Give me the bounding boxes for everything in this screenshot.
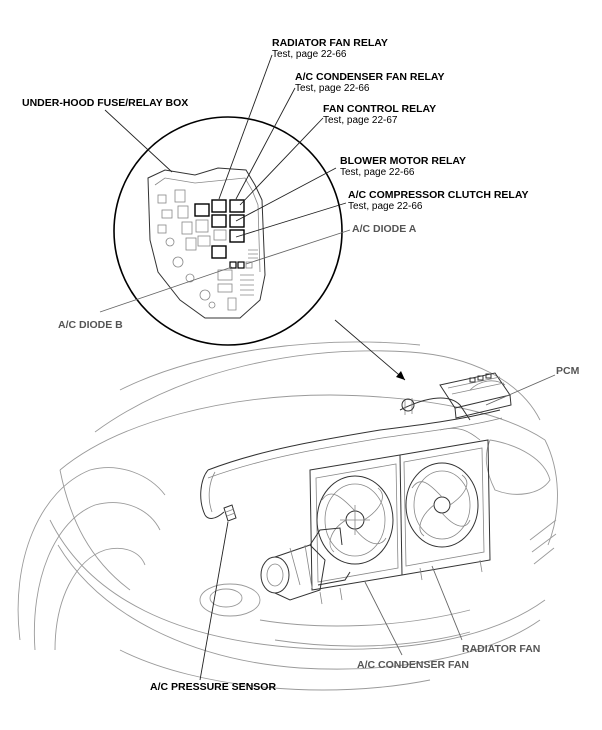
callout-labels: UNDER-HOOD FUSE/RELAY BOX RADIATOR FAN R… <box>22 37 580 693</box>
underhood-fuse-relay-box <box>147 167 266 319</box>
label-blower-motor-relay: BLOWER MOTOR RELAY <box>340 155 466 167</box>
label-underhood-box: UNDER-HOOD FUSE/RELAY BOX <box>22 97 188 109</box>
label-radiator-fan-relay: RADIATOR FAN RELAY <box>272 37 388 49</box>
label-ac-condenser-fan: A/C CONDENSER FAN <box>357 659 469 671</box>
fuse-box-zoom-circle <box>113 116 343 346</box>
label-ac-condenser-fan-relay: A/C CONDENSER FAN RELAY <box>295 71 445 83</box>
ac-condenser-fan-relay-part <box>229 199 245 213</box>
label-ac-compressor-clutch-relay-test: Test, page 22-66 <box>348 201 423 212</box>
label-fan-control-relay-test: Test, page 22-67 <box>323 115 398 126</box>
relay-lower <box>211 245 227 259</box>
label-ac-condenser-fan-relay-test: Test, page 22-66 <box>295 83 370 94</box>
label-ac-pressure-sensor: A/C PRESSURE SENSOR <box>150 681 276 693</box>
label-radiator-fan-relay-test: Test, page 22-66 <box>272 49 347 60</box>
label-ac-diode-a: A/C DIODE A <box>352 223 417 235</box>
ac-compressor <box>260 527 351 601</box>
label-fan-control-relay: FAN CONTROL RELAY <box>323 103 436 115</box>
label-ac-compressor-clutch-relay: A/C COMPRESSOR CLUTCH RELAY <box>348 189 528 201</box>
label-blower-motor-relay-test: Test, page 22-66 <box>340 167 415 178</box>
relay-block <box>194 203 210 217</box>
ac-diode-b-part <box>229 261 237 269</box>
label-ac-diode-b: A/C DIODE B <box>58 319 123 331</box>
ac-diode-a-part <box>237 261 245 269</box>
fan-assembly <box>200 380 506 605</box>
label-radiator-fan: RADIATOR FAN <box>462 643 540 655</box>
ac-compressor-clutch-relay-part <box>229 229 245 243</box>
ac-pressure-sensor-part <box>204 504 237 522</box>
fan-control-relay-part <box>211 214 227 228</box>
radiator-fan-relay-part <box>211 199 227 213</box>
label-pcm: PCM <box>556 365 580 377</box>
vehicle-outline <box>17 341 558 691</box>
blower-motor-relay-part <box>229 214 245 228</box>
leader-lines <box>99 54 556 681</box>
